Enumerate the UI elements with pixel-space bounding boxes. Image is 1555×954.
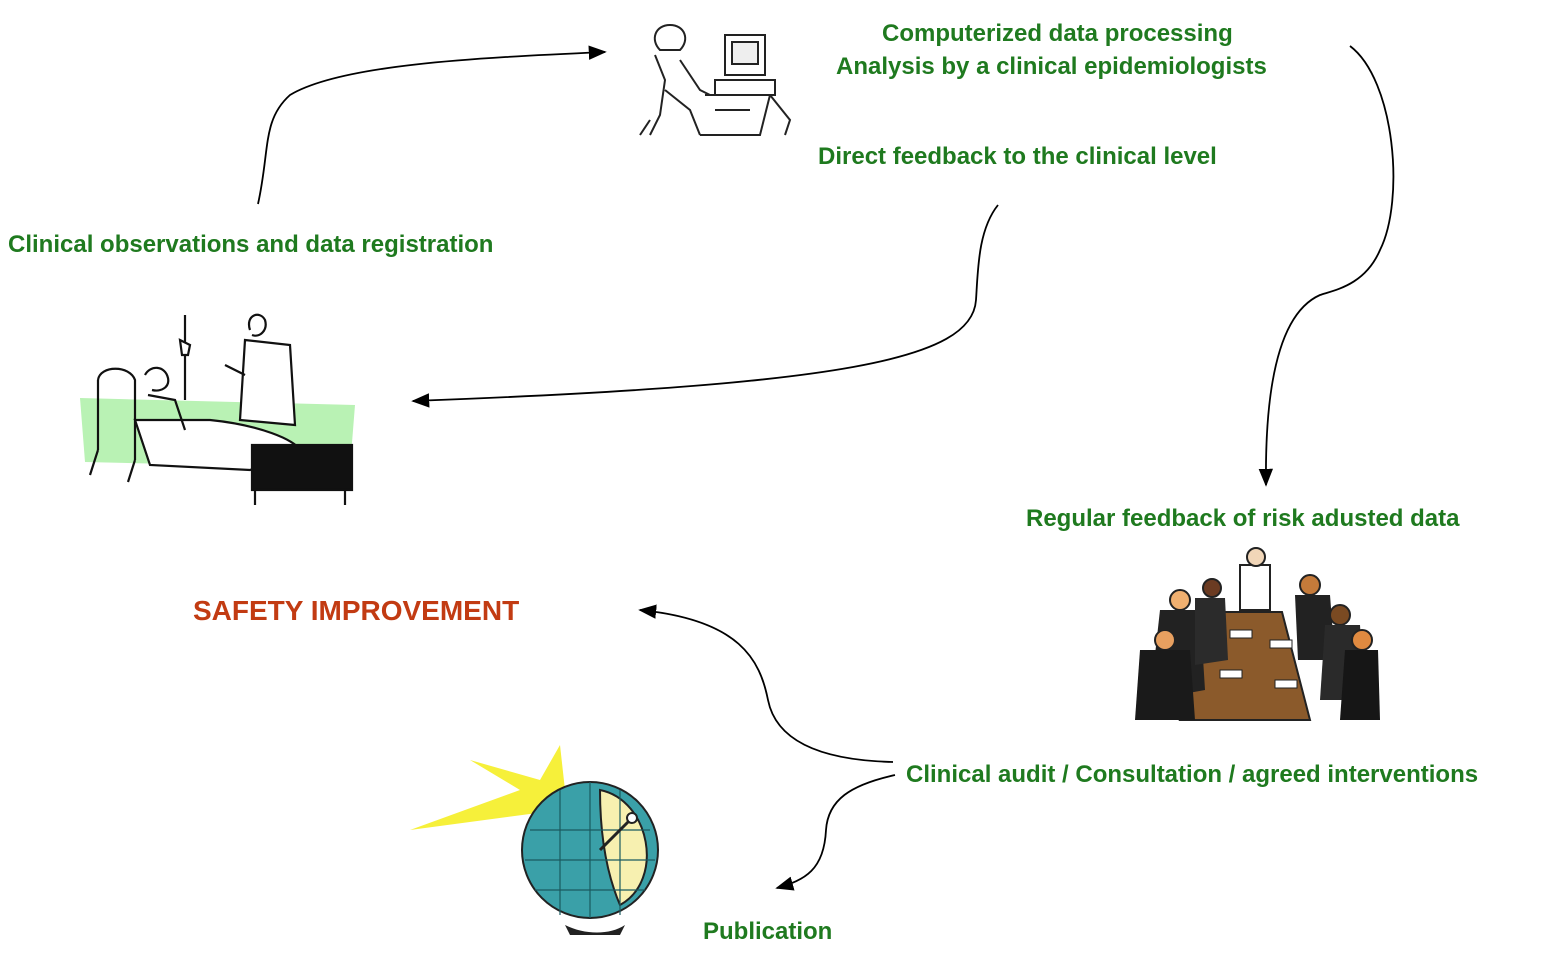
label-publication: Publication	[703, 918, 833, 945]
arrow-observations-to-processing	[257, 45, 607, 205]
label-clinical-observations: Clinical observations and data registrat…	[8, 231, 494, 258]
meeting-table-icon	[1135, 547, 1380, 721]
label-analysis-epidemiologists: Analysis by a clinical epidemiologists	[836, 53, 1267, 80]
arrow-audit-to-safety	[638, 604, 894, 763]
label-regular-feedback: Regular feedback of risk adusted data	[1026, 505, 1460, 532]
label-computerized-processing: Computerized data processing	[882, 20, 1233, 47]
label-direct-feedback: Direct feedback to the clinical level	[818, 143, 1217, 170]
label-clinical-audit: Clinical audit / Consultation / agreed i…	[906, 761, 1479, 788]
arrow-direct-feedback-to-bed	[411, 204, 999, 408]
label-safety-improvement: SAFETY IMPROVEMENT	[193, 595, 520, 626]
hospital-bed-icon	[80, 313, 355, 505]
arrow-processing-to-regular-feedback	[1258, 45, 1395, 487]
arrow-audit-to-publication	[775, 774, 896, 891]
globe-dish-icon	[410, 745, 659, 935]
computer-worker-icon	[639, 23, 792, 136]
